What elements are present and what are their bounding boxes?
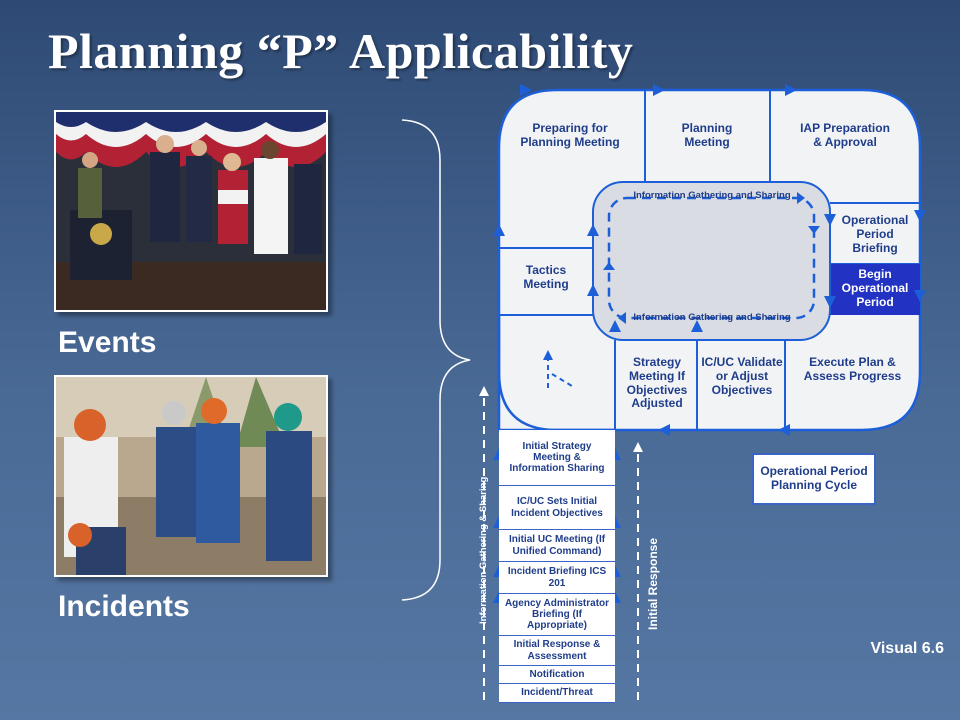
side-label-information-gathering: Information Gathering & Sharing [478, 476, 489, 624]
events-photo-image [56, 112, 326, 310]
cell-planning-meeting: Planning Meeting [681, 121, 733, 149]
cell-tactics-meeting: Tactics Meeting [523, 263, 569, 291]
operational-period-planning-cycle-label: Operational Period Planning Cycle [760, 464, 868, 492]
visual-number: Visual 6.6 [870, 640, 944, 657]
begin-period-fill [830, 264, 920, 315]
inner-loop [592, 181, 831, 341]
stack-incident-threat: Incident/Threat [499, 684, 615, 703]
stack-initial-strategy-meeting: Initial Strategy Meeting & Information S… [499, 430, 615, 486]
stack-initial-uc-meeting: Initial UC Meeting (If Unified Command) [499, 530, 615, 562]
cell-execute-plan: Execute Plan & Assess Progress [803, 355, 902, 383]
events-label: Events [58, 326, 157, 359]
cell-strategy-meeting: Strategy Meeting If Objectives Adjusted [626, 355, 688, 411]
stack-incident-briefing: Incident Briefing ICS 201 [499, 562, 615, 594]
cell-icuc-validate: IC/UC Validate or Adjust Objectives [701, 355, 783, 397]
incidents-photo [54, 375, 328, 577]
side-label-initial-response: Initial Response [646, 537, 660, 630]
cell-preparing-for-planning-meeting: Preparing for Planning Meeting [520, 121, 620, 149]
stack-notification: Notification [499, 666, 615, 684]
operational-period-planning-cycle-box: Operational Period Planning Cycle [752, 453, 876, 505]
cell-begin-operational-period: Begin Operational Period [841, 267, 909, 309]
incidents-label: Incidents [58, 590, 190, 623]
info-gathering-top-label: Information Gathering and Sharing [633, 190, 791, 201]
brace [401, 119, 471, 601]
cell-iap-preparation: IAP Preparation & Approval [800, 121, 890, 149]
stack-agency-administrator-briefing: Agency Administrator Briefing (If Approp… [499, 594, 615, 636]
stack-icuc-sets-objectives: IC/UC Sets Initial Incident Objectives [499, 486, 615, 530]
info-gathering-bottom-label: Information Gathering and Sharing [633, 312, 791, 323]
stack-initial-response-assessment: Initial Response & Assessment [499, 636, 615, 666]
inner-dashed-loop [607, 196, 816, 320]
slide-title: Planning “P” Applicability [48, 23, 634, 79]
events-photo [54, 110, 328, 312]
incidents-photo-image [56, 377, 326, 575]
cell-operational-period-briefing: Operational Period Briefing [841, 213, 909, 255]
